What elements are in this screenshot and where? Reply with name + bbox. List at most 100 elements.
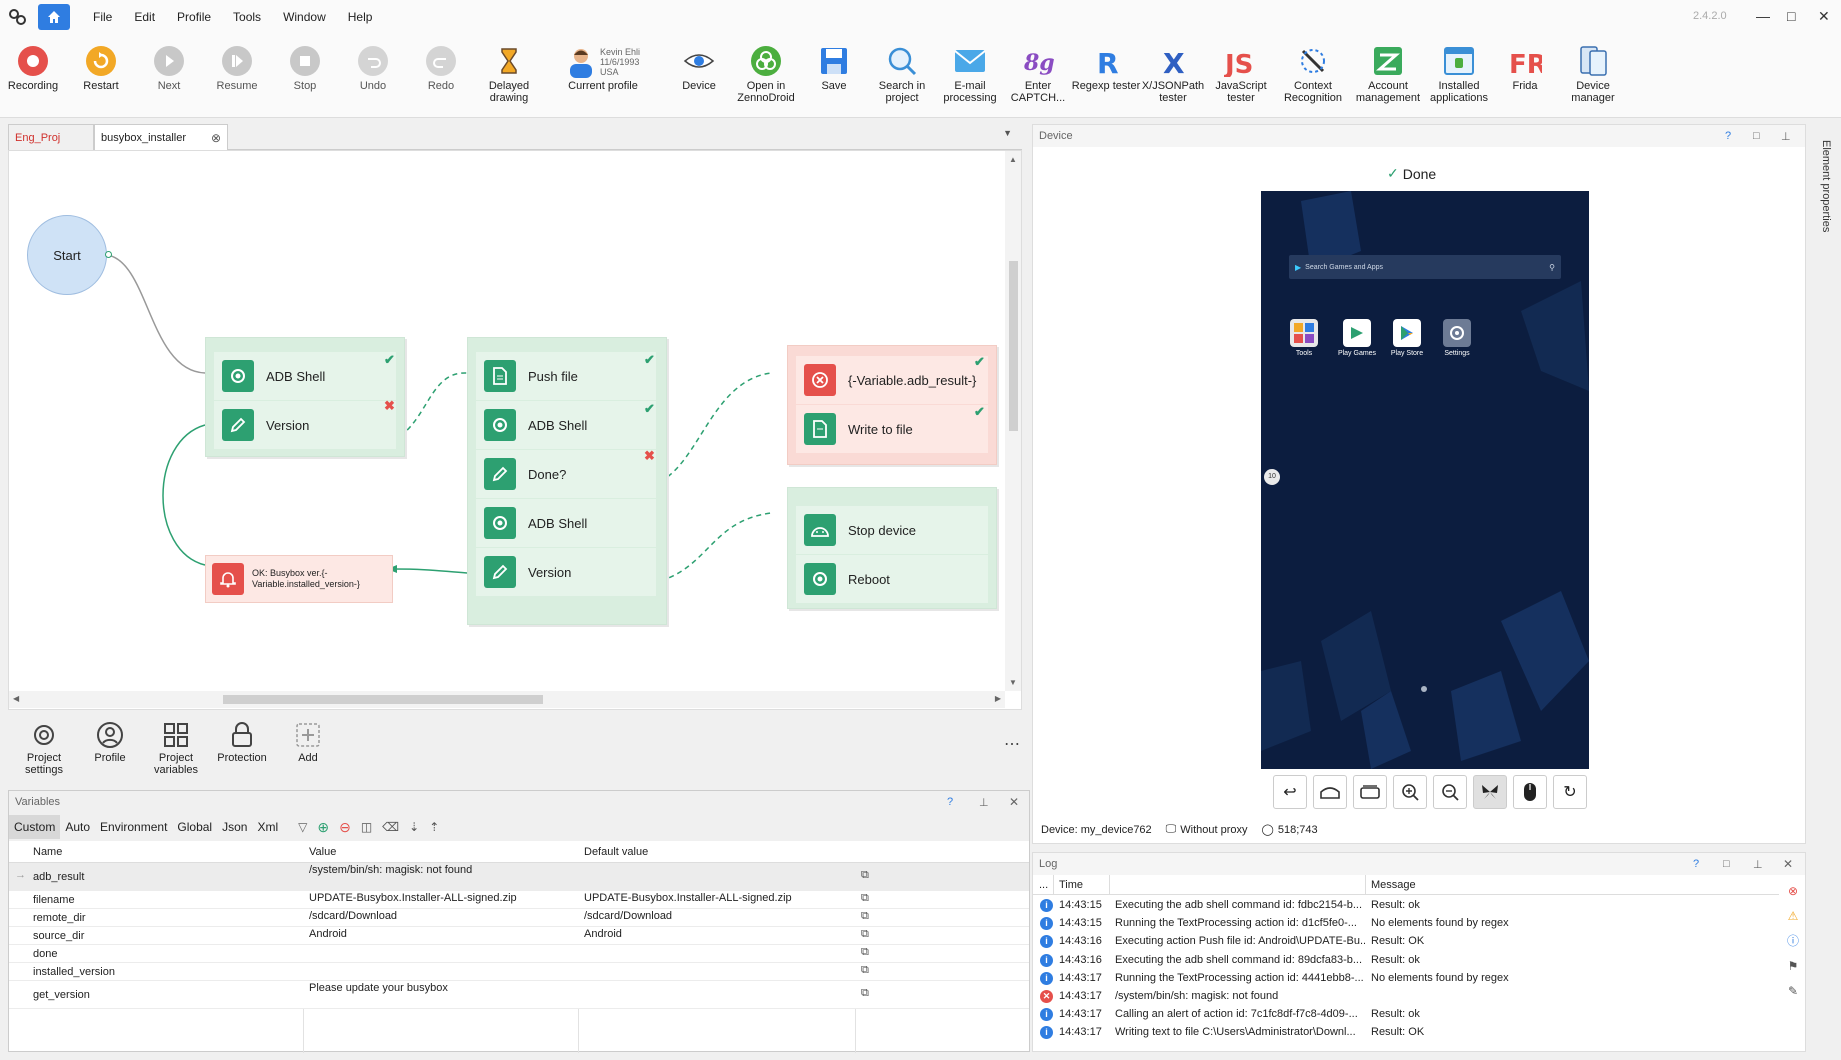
home-nav-button[interactable] <box>1313 775 1347 809</box>
copy-icon[interactable]: ⧉ <box>861 869 869 882</box>
current-profile-button[interactable]: Kevin Ehli 11/6/1993 USA Current profile <box>555 44 651 92</box>
tab-json[interactable]: Json <box>217 820 252 834</box>
tag-filter-icon[interactable]: ⚑ <box>1783 954 1803 979</box>
table-row[interactable]: filename UPDATE-Busybox.Installer-ALL-si… <box>9 891 1029 909</box>
action-version-2[interactable]: Version <box>476 548 656 596</box>
search-icon[interactable]: ⚲ <box>1549 263 1555 272</box>
column-time[interactable]: Time <box>1059 879 1083 891</box>
stop-button[interactable]: Stop <box>269 44 341 92</box>
pin-icon[interactable]: ⊥ <box>979 796 989 809</box>
copy-icon[interactable]: ⧉ <box>861 987 869 1000</box>
action-adb-result[interactable]: {-Variable.adb_result-} <box>796 356 988 404</box>
redo-button[interactable]: Redo <box>405 44 477 92</box>
action-push-file[interactable]: Push file <box>476 352 656 400</box>
action-group-1[interactable]: ADB Shell Version ✔ ✖ <box>205 337 405 457</box>
variable-value[interactable]: Android <box>309 928 347 940</box>
remove-variable-icon[interactable]: ⊖ <box>334 819 356 836</box>
variable-value[interactable]: /sdcard/Download <box>309 910 397 922</box>
action-stop-device[interactable]: Stop device <box>796 506 988 554</box>
recent-apps-button[interactable] <box>1353 775 1387 809</box>
table-row[interactable]: installed_version ⧉ <box>9 963 1029 981</box>
info-filter-icon[interactable]: ⓘ <box>1783 929 1803 954</box>
tab-global[interactable]: Global <box>172 820 217 834</box>
app-tools[interactable]: Tools <box>1289 319 1319 357</box>
copy-icon[interactable]: ⧉ <box>861 892 869 905</box>
column-value[interactable]: Value <box>309 846 336 858</box>
enter-captcha-button[interactable]: 8gw Enter CAPTCH... <box>1002 44 1074 104</box>
menu-file[interactable]: File <box>82 10 123 24</box>
device-screen[interactable]: ▶ Search Games and Apps ⚲ Tools Play Gam… <box>1261 191 1589 769</box>
copy-icon[interactable]: ⧉ <box>861 946 869 959</box>
device-manager-button[interactable]: Device manager <box>1557 44 1629 104</box>
device-button[interactable]: Device <box>663 44 735 92</box>
column-type[interactable]: ... <box>1039 879 1048 891</box>
project-canvas[interactable]: Start ADB Shell Version ✔ ✖ Push file AD… <box>8 150 1022 710</box>
search-in-project-button[interactable]: Search in project <box>866 44 938 104</box>
close-panel-icon[interactable]: ✕ <box>1783 857 1793 871</box>
app-play-games[interactable]: Play Games <box>1337 319 1377 357</box>
copy-icon[interactable]: ⧉ <box>861 928 869 941</box>
recording-button[interactable]: Recording <box>0 44 69 92</box>
tabs-dropdown-icon[interactable]: ▼ <box>1003 128 1012 138</box>
eraser-icon[interactable]: ⌫ <box>377 820 404 834</box>
column-default-value[interactable]: Default value <box>584 846 648 858</box>
copy-icon[interactable]: ⧉ <box>861 964 869 977</box>
action-group-4[interactable]: Stop device Reboot <box>787 487 997 609</box>
action-write-to-file[interactable]: Write to file <box>796 405 988 453</box>
log-row[interactable]: i14:43:16Executing the adb shell command… <box>1033 952 1779 970</box>
variable-default[interactable]: Android <box>584 928 622 940</box>
table-row[interactable]: remote_dir /sdcard/Download /sdcard/Down… <box>9 909 1029 927</box>
project-settings-button[interactable]: Project settings <box>12 720 76 776</box>
minimize-button[interactable]: — <box>1756 8 1770 24</box>
log-row[interactable]: i14:43:17Calling an alert of action id: … <box>1033 1006 1779 1024</box>
regexp-tester-button[interactable]: R Regexp tester <box>1070 44 1142 92</box>
copy-icon[interactable]: ⧉ <box>861 910 869 923</box>
variable-value[interactable]: /system/bin/sh: magisk: not found <box>309 864 472 876</box>
table-row[interactable]: → adb_result /system/bin/sh: magisk: not… <box>9 863 1029 891</box>
save-button[interactable]: Save <box>798 44 870 92</box>
move-up-icon[interactable]: ⇡ <box>424 820 444 834</box>
add-button[interactable]: Add <box>276 720 340 764</box>
more-options-icon[interactable]: ⋯ <box>1004 734 1020 754</box>
canvas-vertical-scrollbar[interactable]: ▲ ▼ <box>1005 151 1022 691</box>
protection-button[interactable]: Protection <box>210 720 274 764</box>
profile-button[interactable]: Profile <box>78 720 142 764</box>
start-output-port[interactable] <box>105 251 112 258</box>
tab-busybox-installer[interactable]: busybox_installer ⊗ <box>94 124 228 150</box>
search-bar[interactable]: ▶ Search Games and Apps ⚲ <box>1289 255 1561 279</box>
tab-xml[interactable]: Xml <box>252 820 283 834</box>
add-variable-icon[interactable]: ⊕ <box>312 819 334 836</box>
element-properties-tab[interactable]: Element properties <box>1820 140 1832 232</box>
mouse-mode-button[interactable] <box>1513 775 1547 809</box>
action-alert[interactable]: OK: Busybox ver.{-Variable.installed_ver… <box>205 555 393 603</box>
back-button[interactable]: ↩ <box>1273 775 1307 809</box>
log-row[interactable]: i14:43:16Executing action Push file id: … <box>1033 933 1779 951</box>
pin-icon[interactable]: ⊥ <box>1753 858 1763 871</box>
close-tab-icon[interactable]: ⊗ <box>211 125 221 151</box>
clear-filter-icon[interactable]: ✎ <box>1783 979 1803 1004</box>
resume-button[interactable]: Resume <box>201 44 273 92</box>
warning-filter-icon[interactable]: ⚠ <box>1783 904 1803 929</box>
menu-tools[interactable]: Tools <box>222 10 272 24</box>
move-down-icon[interactable]: ⇣ <box>404 820 424 834</box>
xjsonpath-tester-button[interactable]: X X/JSONPath tester <box>1137 44 1209 104</box>
maximize-panel-icon[interactable]: □ <box>1753 130 1760 142</box>
close-panel-icon[interactable]: ✕ <box>1009 795 1019 809</box>
log-row[interactable]: ✕14:43:17/system/bin/sh: magisk: not fou… <box>1033 988 1779 1006</box>
canvas-horizontal-scrollbar[interactable]: ◀ ▶ <box>9 691 1005 708</box>
zoom-in-button[interactable] <box>1393 775 1427 809</box>
email-processing-button[interactable]: E-mail processing <box>934 44 1006 104</box>
tab-environment[interactable]: Environment <box>95 820 172 834</box>
log-row[interactable]: i14:43:17Running the TextProcessing acti… <box>1033 970 1779 988</box>
rotate-button[interactable]: ↻ <box>1553 775 1587 809</box>
column-name[interactable]: Name <box>33 846 62 858</box>
close-window-button[interactable]: ✕ <box>1818 8 1830 25</box>
log-row[interactable]: i14:43:17Writing text to file C:\Users\A… <box>1033 1024 1779 1042</box>
filter-icon[interactable]: ▽ <box>293 820 312 834</box>
tab-auto[interactable]: Auto <box>60 820 95 834</box>
maximize-button[interactable]: □ <box>1787 8 1795 24</box>
variable-default[interactable]: /sdcard/Download <box>584 910 672 922</box>
table-row[interactable]: done ⧉ <box>9 945 1029 963</box>
column-message[interactable]: Message <box>1371 879 1416 891</box>
tab-eng-proj[interactable]: Eng_Proj <box>8 124 94 150</box>
